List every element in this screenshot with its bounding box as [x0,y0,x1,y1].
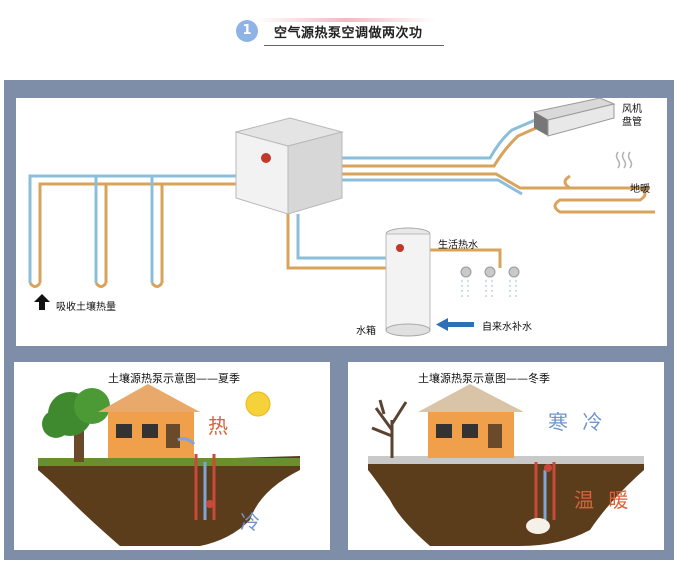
section-title: 空气源热泵空调做两次功 [274,26,423,41]
soil-heat-label: 吸收土壤热量 [56,302,116,313]
tank-label: 水箱 [356,326,376,337]
summer-scene [38,384,300,546]
water-tank [385,227,431,337]
section-header: 1 空气源热泵空调做两次功 [230,14,460,48]
winter-cold-text: 寒 冷 [548,410,607,434]
water-drops [461,280,517,298]
up-arrow-icon [34,294,50,310]
distribution-pipes [336,116,655,214]
ground-loop-pipes [28,174,236,288]
winter-warm-text: 温 暖 [574,488,633,512]
summer-cold-text: 冷 [240,510,264,534]
heat-pump-unit [234,117,344,215]
header-underline [264,45,444,46]
hot-water-label: 生活热水 [438,240,478,251]
fan-coil-label: 风机 盘管 [622,103,642,129]
floor-heating-label: 地暖 [630,184,650,195]
tank-pipes [286,214,502,270]
tap-water-arrow [436,318,474,331]
header-highlight [256,18,436,22]
tap-water-label: 自来水补水 [482,322,532,333]
summer-hot-text: 热 [208,414,232,438]
section-number-badge: 1 [236,20,258,42]
winter-scene [368,384,644,546]
faucets [460,266,520,278]
summer-title: 土壤源热泵示意图——夏季 [108,372,240,385]
winter-title: 土壤源热泵示意图——冬季 [418,372,550,385]
heat-waves [615,151,633,169]
fan-coil-label-text: 风机 盘管 [622,104,642,128]
fan-coil-unit [532,97,616,137]
